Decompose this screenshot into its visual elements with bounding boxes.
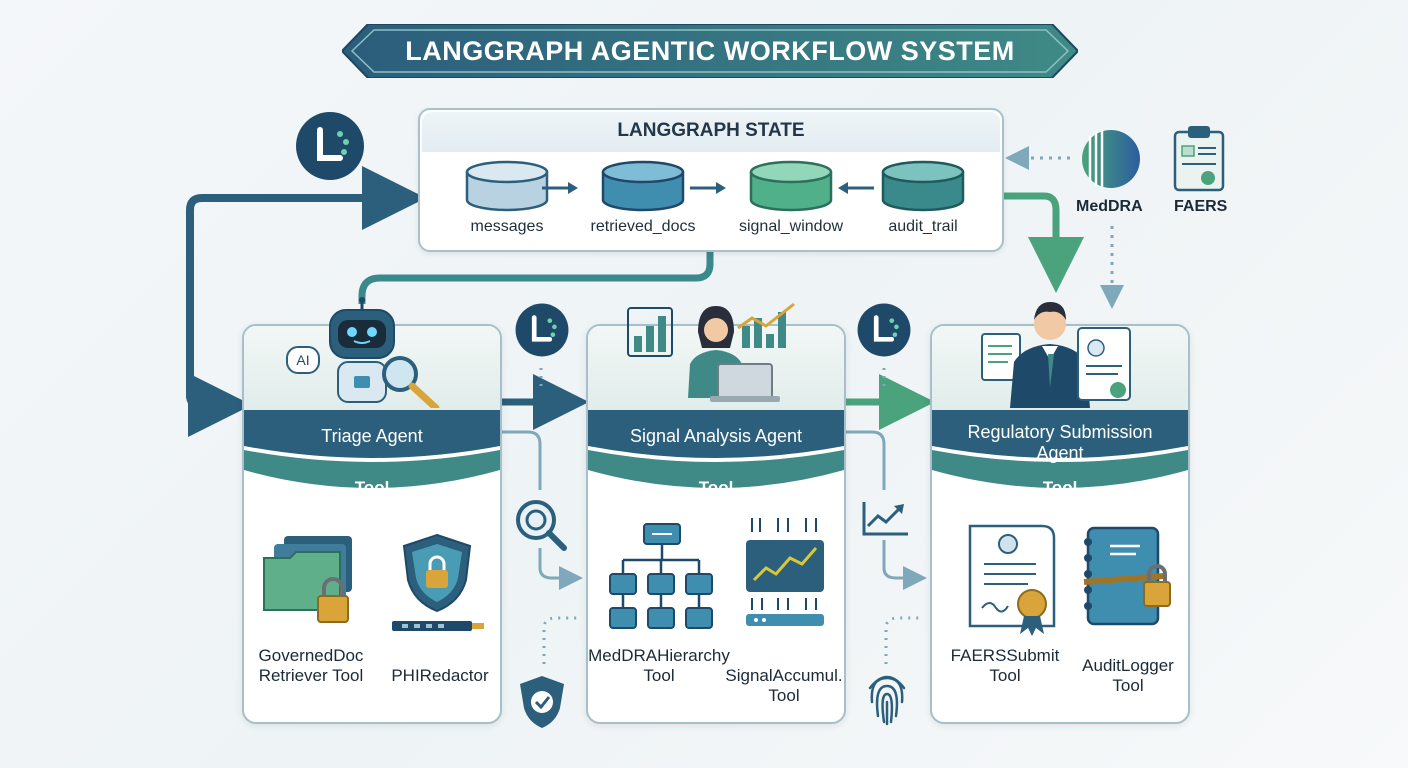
search-icon	[516, 500, 567, 551]
database-icon	[749, 160, 833, 212]
state-item-label: retrieved_docs	[590, 218, 696, 235]
locked-folder-icon	[263, 536, 352, 623]
robot-agent-icon	[329, 297, 440, 408]
right-arrow-icon	[690, 182, 726, 194]
ai-badge-label: AI	[296, 352, 310, 368]
agent-name: Signal Analysis Agent	[629, 426, 803, 446]
signal-chart-icon	[746, 518, 824, 626]
langgraph-logo-icon	[296, 112, 364, 180]
ai-badge: AI	[286, 346, 320, 374]
agent-name: Triage Agent	[321, 426, 423, 446]
database-icon	[881, 160, 965, 212]
analyst-person-icon	[627, 302, 795, 402]
tool-label: Tool	[1042, 478, 1078, 497]
tool-label: Tool	[354, 478, 390, 497]
locked-logbook-icon	[1083, 526, 1171, 626]
langgraph-logo-icon	[515, 303, 569, 357]
redaction-bar-icon	[392, 621, 484, 631]
clipboard-icon[interactable]	[1172, 124, 1226, 192]
agent-name: Regulatory Submission Agent	[967, 422, 1153, 463]
tool-faerssubmit[interactable]: FAERSSubmit Tool	[950, 646, 1060, 685]
page-title: LANGGRAPH AGENTIC WORKFLOW SYSTEM	[405, 35, 1015, 66]
langgraph-logo-icon	[857, 303, 911, 357]
state-item-signal-window[interactable]: signal_window	[726, 160, 856, 236]
state-item-audit-trail[interactable]: audit_trail	[858, 160, 988, 236]
certificate-icon	[968, 524, 1056, 636]
hierarchy-tree-icon	[609, 523, 713, 629]
state-item-label: messages	[470, 218, 544, 235]
tool-auditlogger[interactable]: AuditLogger Tool	[1082, 656, 1174, 695]
meddra-logo-icon[interactable]	[1080, 128, 1142, 190]
trend-chart-icon	[862, 502, 908, 536]
state-to-regulatory	[1002, 192, 1084, 293]
state-item-label: audit_trail	[888, 218, 958, 235]
fingerprint-icon	[868, 675, 906, 726]
state-title: LANGGRAPH STATE	[617, 120, 805, 141]
regulatory-submission-agent-card[interactable]: Regulatory Submission Agent Tool FAERSSu…	[930, 324, 1190, 724]
tool-meddrahierarchy[interactable]: MedDRAHierarchy Tool	[588, 646, 730, 685]
tool-label: Tool	[698, 478, 734, 497]
state-item-label: signal_window	[738, 218, 844, 235]
shield-check-icon	[520, 676, 564, 728]
database-icon	[465, 160, 549, 212]
tool-governeddoc-retriever[interactable]: GovernedDoc Retriever Tool	[258, 646, 364, 685]
left-arrow-icon	[838, 182, 874, 194]
state-item-retrieved-docs[interactable]: retrieved_docs	[578, 160, 708, 236]
database-icon	[601, 160, 685, 212]
regulator-person-icon	[981, 302, 1131, 408]
meddra-label: MedDRA	[1076, 198, 1143, 215]
langgraph-state-panel: LANGGRAPH STATE messages retrieved_docs …	[418, 108, 1004, 252]
shield-lock-icon	[402, 533, 472, 613]
right-arrow-icon	[542, 182, 578, 194]
title-banner: LANGGRAPH AGENTIC WORKFLOW SYSTEM	[342, 24, 1078, 78]
state-item-messages[interactable]: messages	[442, 160, 572, 236]
tool-signalaccumul[interactable]: SignalAccumul. Tool	[725, 666, 843, 705]
faers-label: FAERS	[1174, 198, 1228, 215]
tool-phiredactor[interactable]: PHIRedactor	[391, 666, 489, 685]
